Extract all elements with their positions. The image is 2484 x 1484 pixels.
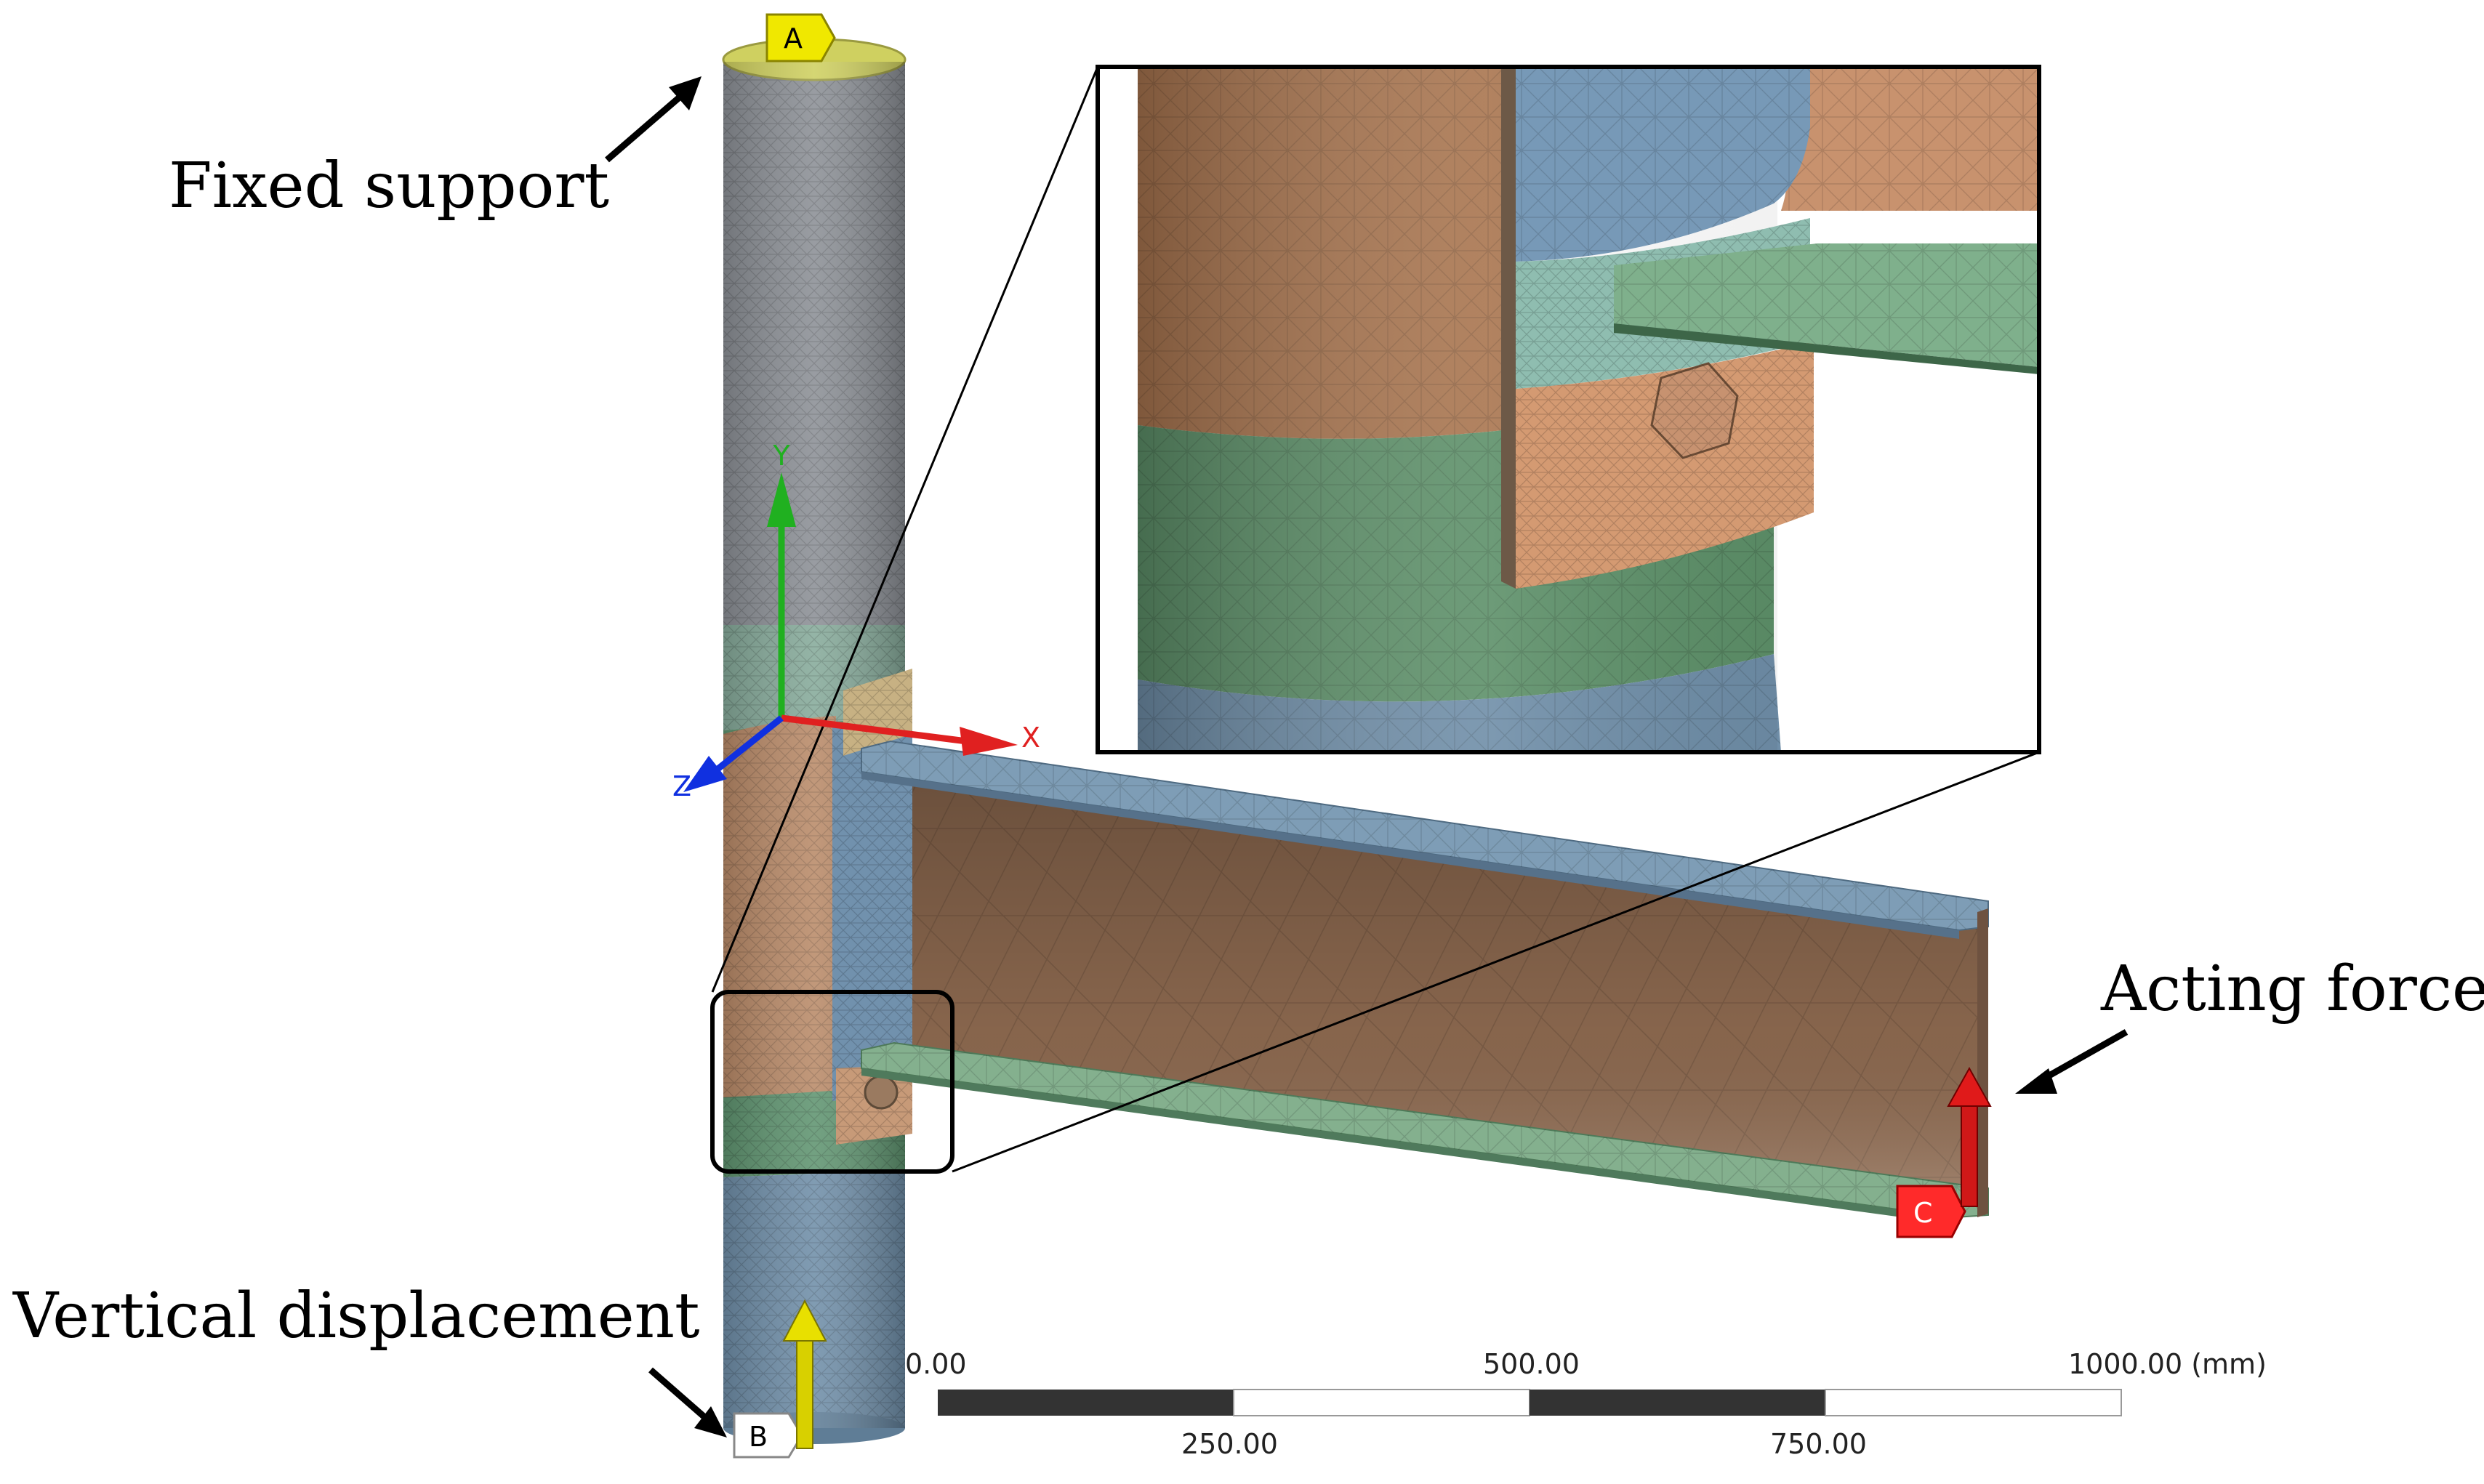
coordinate-triad[interactable]: Y X Z (672, 440, 1040, 802)
callout-fixed-support: Fixed support (169, 76, 702, 222)
boundary-flag-a[interactable]: A (765, 13, 836, 62)
scale-segment-1 (938, 1390, 1234, 1416)
flag-a-label: A (784, 23, 803, 55)
vertical-displacement-label: Vertical displacement (12, 1280, 700, 1352)
fixed-support-label: Fixed support (169, 150, 609, 222)
zoom-leader-top (711, 66, 1099, 993)
scale-segment-2 (1233, 1389, 1530, 1416)
flag-b-label: B (749, 1421, 768, 1453)
scale-segment-4 (1825, 1389, 2122, 1416)
c-channel-beam (861, 740, 1989, 1225)
zoom-selection-box (710, 990, 954, 1174)
zoom-leader-bottom (952, 751, 2040, 1173)
acting-force-arrow (1947, 1066, 1992, 1207)
detail-inset (710, 65, 2041, 1174)
z-axis-arrow (714, 715, 784, 773)
x-axis-arrow (781, 714, 968, 745)
boundary-flag-b[interactable]: B (733, 1412, 803, 1459)
x-axis-label: X (1021, 722, 1040, 754)
callout-vertical-displacement: Vertical displacement (12, 1280, 727, 1437)
scale-label-1000: 1000.00 (mm) (2068, 1348, 2267, 1380)
scale-label-500: 500.00 (1483, 1348, 1580, 1380)
scale-bar: 0.00 500.00 1000.00 (mm) 250.00 750.00 (905, 1348, 2267, 1460)
scale-label-0: 0.00 (905, 1348, 967, 1380)
callout-acting-force: Acting force (2015, 953, 2484, 1094)
detail-inset-frame (1096, 65, 2041, 754)
y-axis-label: Y (772, 440, 790, 472)
scale-segment-3 (1530, 1390, 1825, 1416)
bolt-head (864, 1075, 899, 1110)
z-axis-label: Z (672, 770, 691, 802)
boundary-flag-c[interactable]: C (1896, 1185, 1966, 1238)
vertical-displacement-arrow (782, 1299, 827, 1449)
flag-c-label: C (1913, 1197, 1933, 1229)
scale-label-750: 750.00 (1770, 1428, 1867, 1460)
acting-force-label: Acting force (2100, 953, 2484, 1025)
scale-label-250: 250.00 (1181, 1428, 1278, 1460)
